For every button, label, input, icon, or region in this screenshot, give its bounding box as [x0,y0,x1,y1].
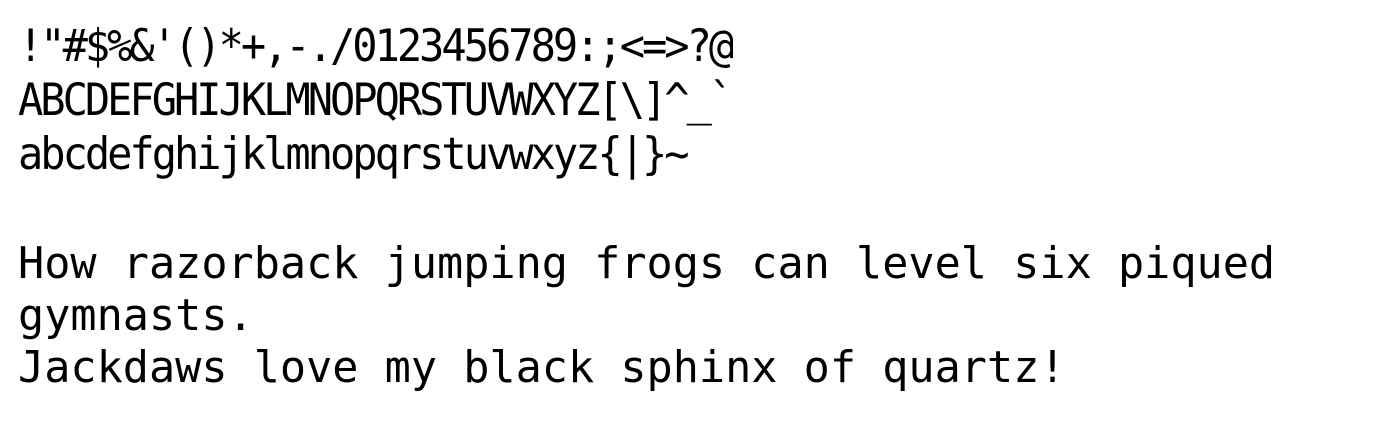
pangram-line-3: Jackdaws love my black sphinx of quartz! [18,343,1066,393]
pangram-line-2: gymnasts. [18,291,254,341]
charset-lowercase-line: abcdefghijklmnopqrstuvwxyz{|}~ [18,128,690,180]
pangram-line-1: How razorback jumping frogs can level si… [18,239,1276,289]
font-specimen: !"#$%&'()*+,-./0123456789:;<=>?@ ABCDEFG… [18,18,1388,394]
spacer [18,180,1388,238]
charset-symbols-digits-line: !"#$%&'()*+,-./0123456789:;<=>?@ [18,20,734,72]
charset-uppercase-line: ABCDEFGHIJKLMNOPQRSTUVWXYZ[\]^_` [18,74,734,126]
